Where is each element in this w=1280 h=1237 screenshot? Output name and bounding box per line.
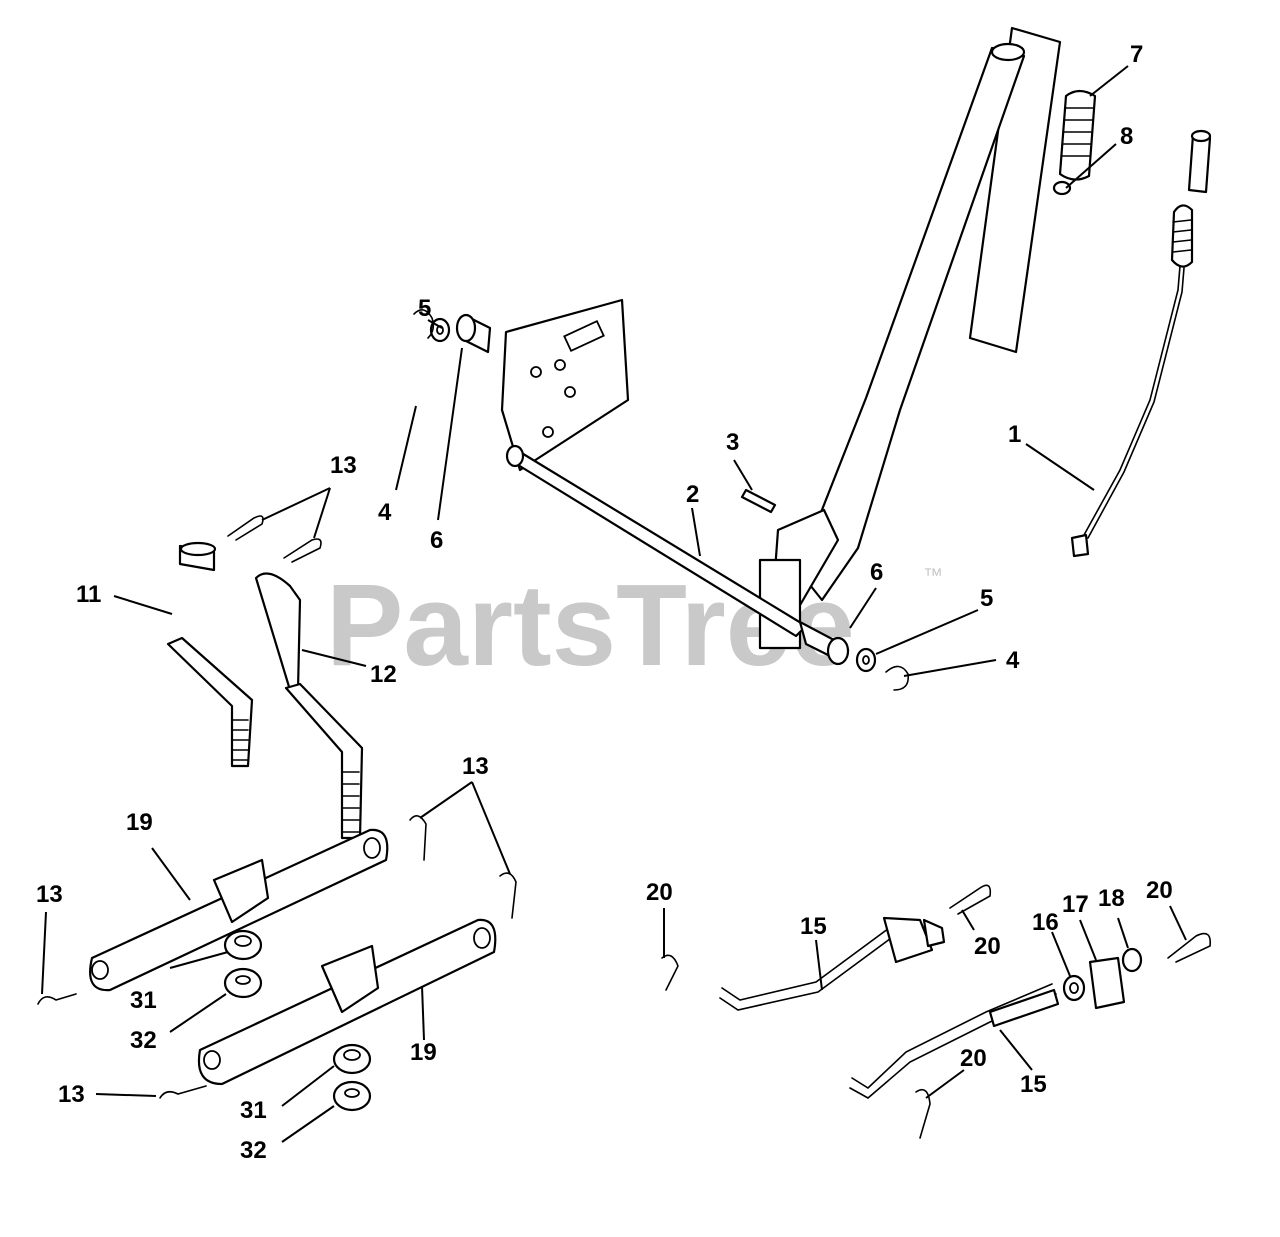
callout-4-right: 4: [1006, 647, 1020, 674]
watermark-trademark: ™: [923, 565, 943, 587]
part-4-clip-right[interactable]: [885, 665, 910, 691]
callout-15-lower: 15: [1020, 1071, 1047, 1098]
part-32-nut-upper[interactable]: [223, 967, 263, 999]
callout-8: 8: [1120, 123, 1133, 150]
part-31-washer-lower[interactable]: [332, 1043, 372, 1075]
part-6-bushing-right[interactable]: [798, 620, 850, 666]
callout-6-right: 6: [870, 559, 883, 586]
callout-5-right: 5: [980, 585, 993, 612]
callout-16: 16: [1032, 909, 1059, 936]
part-17-trunnion[interactable]: [1088, 956, 1126, 1010]
part-13-clip-right[interactable]: [409, 815, 517, 919]
part-15-rod-lower[interactable]: [849, 983, 1060, 1099]
callout-31-upper: 31: [130, 987, 157, 1014]
callout-13-lower: 13: [58, 1081, 85, 1108]
part-32-nut-lower[interactable]: [332, 1080, 372, 1112]
part-20-pin-c[interactable]: [1167, 932, 1212, 963]
callout-12: 12: [370, 661, 397, 688]
part-1-lift-rod[interactable]: [1070, 129, 1212, 558]
part-6-bushing-upper[interactable]: [455, 313, 492, 354]
part-13-pin-left[interactable]: [37, 993, 77, 1005]
part-13-pin-upper[interactable]: [227, 515, 322, 563]
part-7-handle-grip[interactable]: [1058, 89, 1097, 181]
part-18-ferrule[interactable]: [1121, 947, 1143, 973]
callout-20-b: 20: [974, 933, 1001, 960]
callout-32-upper: 32: [130, 1027, 157, 1054]
callout-15-upper: 15: [800, 913, 827, 940]
part-19-lift-arm-lower[interactable]: [197, 918, 497, 1086]
callout-20-d: 20: [960, 1045, 987, 1072]
callout-13-left: 13: [36, 881, 63, 908]
watermark: PartsTree ™: [326, 560, 943, 690]
callout-19-lower: 19: [410, 1039, 437, 1066]
leader-lines: [41, 65, 1187, 1143]
part-5-washer-right[interactable]: [855, 647, 877, 673]
part-20-pin-b[interactable]: [949, 884, 992, 915]
part-31-washer-upper[interactable]: [223, 929, 263, 961]
part-13-pin-lower[interactable]: [159, 1085, 207, 1099]
lift-lever[interactable]: [758, 26, 1062, 650]
callout-5-upper: 5: [418, 295, 431, 322]
part-20-pin-a[interactable]: [661, 954, 679, 991]
part-20-pin-d[interactable]: [915, 1088, 931, 1139]
part-16-nut[interactable]: [1062, 974, 1086, 1002]
callout-13-right: 13: [462, 753, 489, 780]
callout-19-upper: 19: [126, 809, 153, 836]
callout-4-upper: 4: [378, 499, 392, 526]
callout-7: 7: [1130, 41, 1143, 68]
part-2-lift-shaft[interactable]: [500, 298, 808, 638]
callout-1: 1: [1008, 421, 1021, 448]
callout-11: 11: [76, 581, 101, 608]
part-3-roll-pin[interactable]: [740, 488, 777, 514]
part-19-lift-arm-upper[interactable]: [89, 828, 389, 992]
callout-31-lower: 31: [240, 1097, 267, 1124]
callout-20-a: 20: [646, 879, 673, 906]
callout-17: 17: [1062, 891, 1089, 918]
callout-20-c: 20: [1146, 877, 1173, 904]
callout-32-lower: 32: [240, 1137, 267, 1164]
part-8-spring-pin[interactable]: [1052, 180, 1072, 196]
callout-13-upper: 13: [330, 452, 357, 479]
callout-18: 18: [1098, 885, 1125, 912]
callout-labels: 7 8 1 5 4 6 3 2 13 11 12 6 5 4 13 19 13 …: [36, 41, 1173, 1164]
part-11-lift-link[interactable]: [166, 541, 254, 768]
callout-3: 3: [726, 429, 739, 456]
callout-2: 2: [686, 481, 699, 508]
part-15-rod-upper[interactable]: [719, 916, 946, 1011]
part-4-clip-upper[interactable]: [413, 309, 435, 339]
callout-6-upper: 6: [430, 527, 443, 554]
